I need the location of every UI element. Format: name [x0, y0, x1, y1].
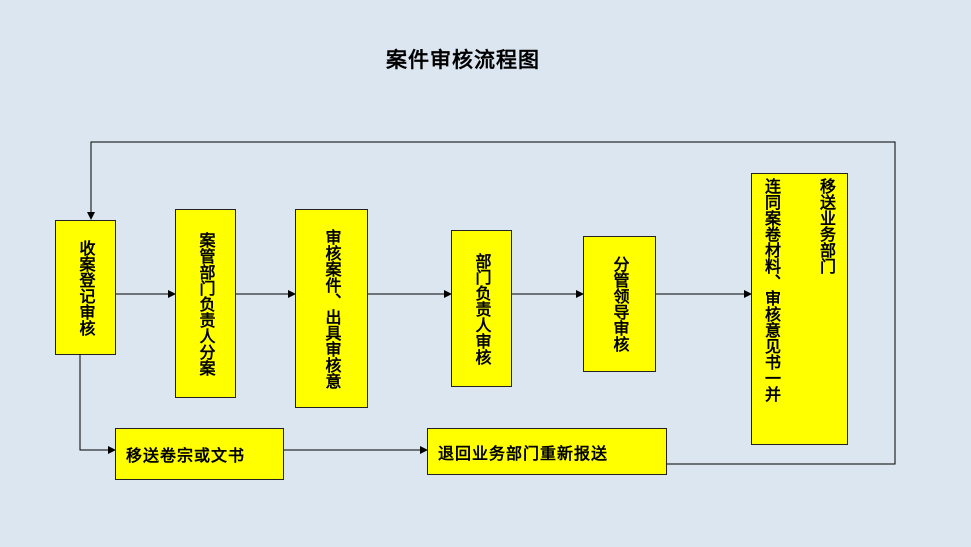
diagram-title: 案件审核流程图: [386, 48, 540, 72]
node-receive-label: 收案登记审核: [76, 239, 96, 336]
node-assign-case: 案管部门负责人分案: [175, 209, 236, 398]
arrow-return-loop-to-receive: [87, 141, 896, 465]
node-transfer-col1-label: 移送业务部门: [817, 178, 836, 274]
node-senddocs-label: 移送卷宗或文书: [126, 446, 246, 465]
node-review-case: 审核案件、出具审核意: [295, 209, 368, 408]
node-transfer-col2-label: 连同案卷材料、审核意见书一并: [762, 178, 781, 402]
node-return-resubmit: 退回业务部门重新报送: [427, 428, 667, 475]
node-depthead-label: 部门负责人审核: [472, 252, 492, 365]
node-transfer-dept: 连同案卷材料、审核意见书一并 移送业务部门: [751, 173, 848, 445]
node-return-label: 退回业务部门重新报送: [438, 443, 609, 463]
node-leader-review: 分管领导审核: [583, 236, 656, 372]
node-dept-head-review: 部门负责人审核: [451, 230, 512, 387]
node-review-label: 审核案件、出具审核意: [322, 228, 342, 389]
node-leader-label: 分管领导审核: [610, 256, 630, 352]
node-receive-register: 收案登记审核: [55, 220, 116, 355]
node-assign-label: 案管部门负责人分案: [196, 231, 216, 376]
arrow-receive-to-senddocs: [79, 355, 116, 454]
node-send-documents: 移送卷宗或文书: [115, 428, 284, 480]
